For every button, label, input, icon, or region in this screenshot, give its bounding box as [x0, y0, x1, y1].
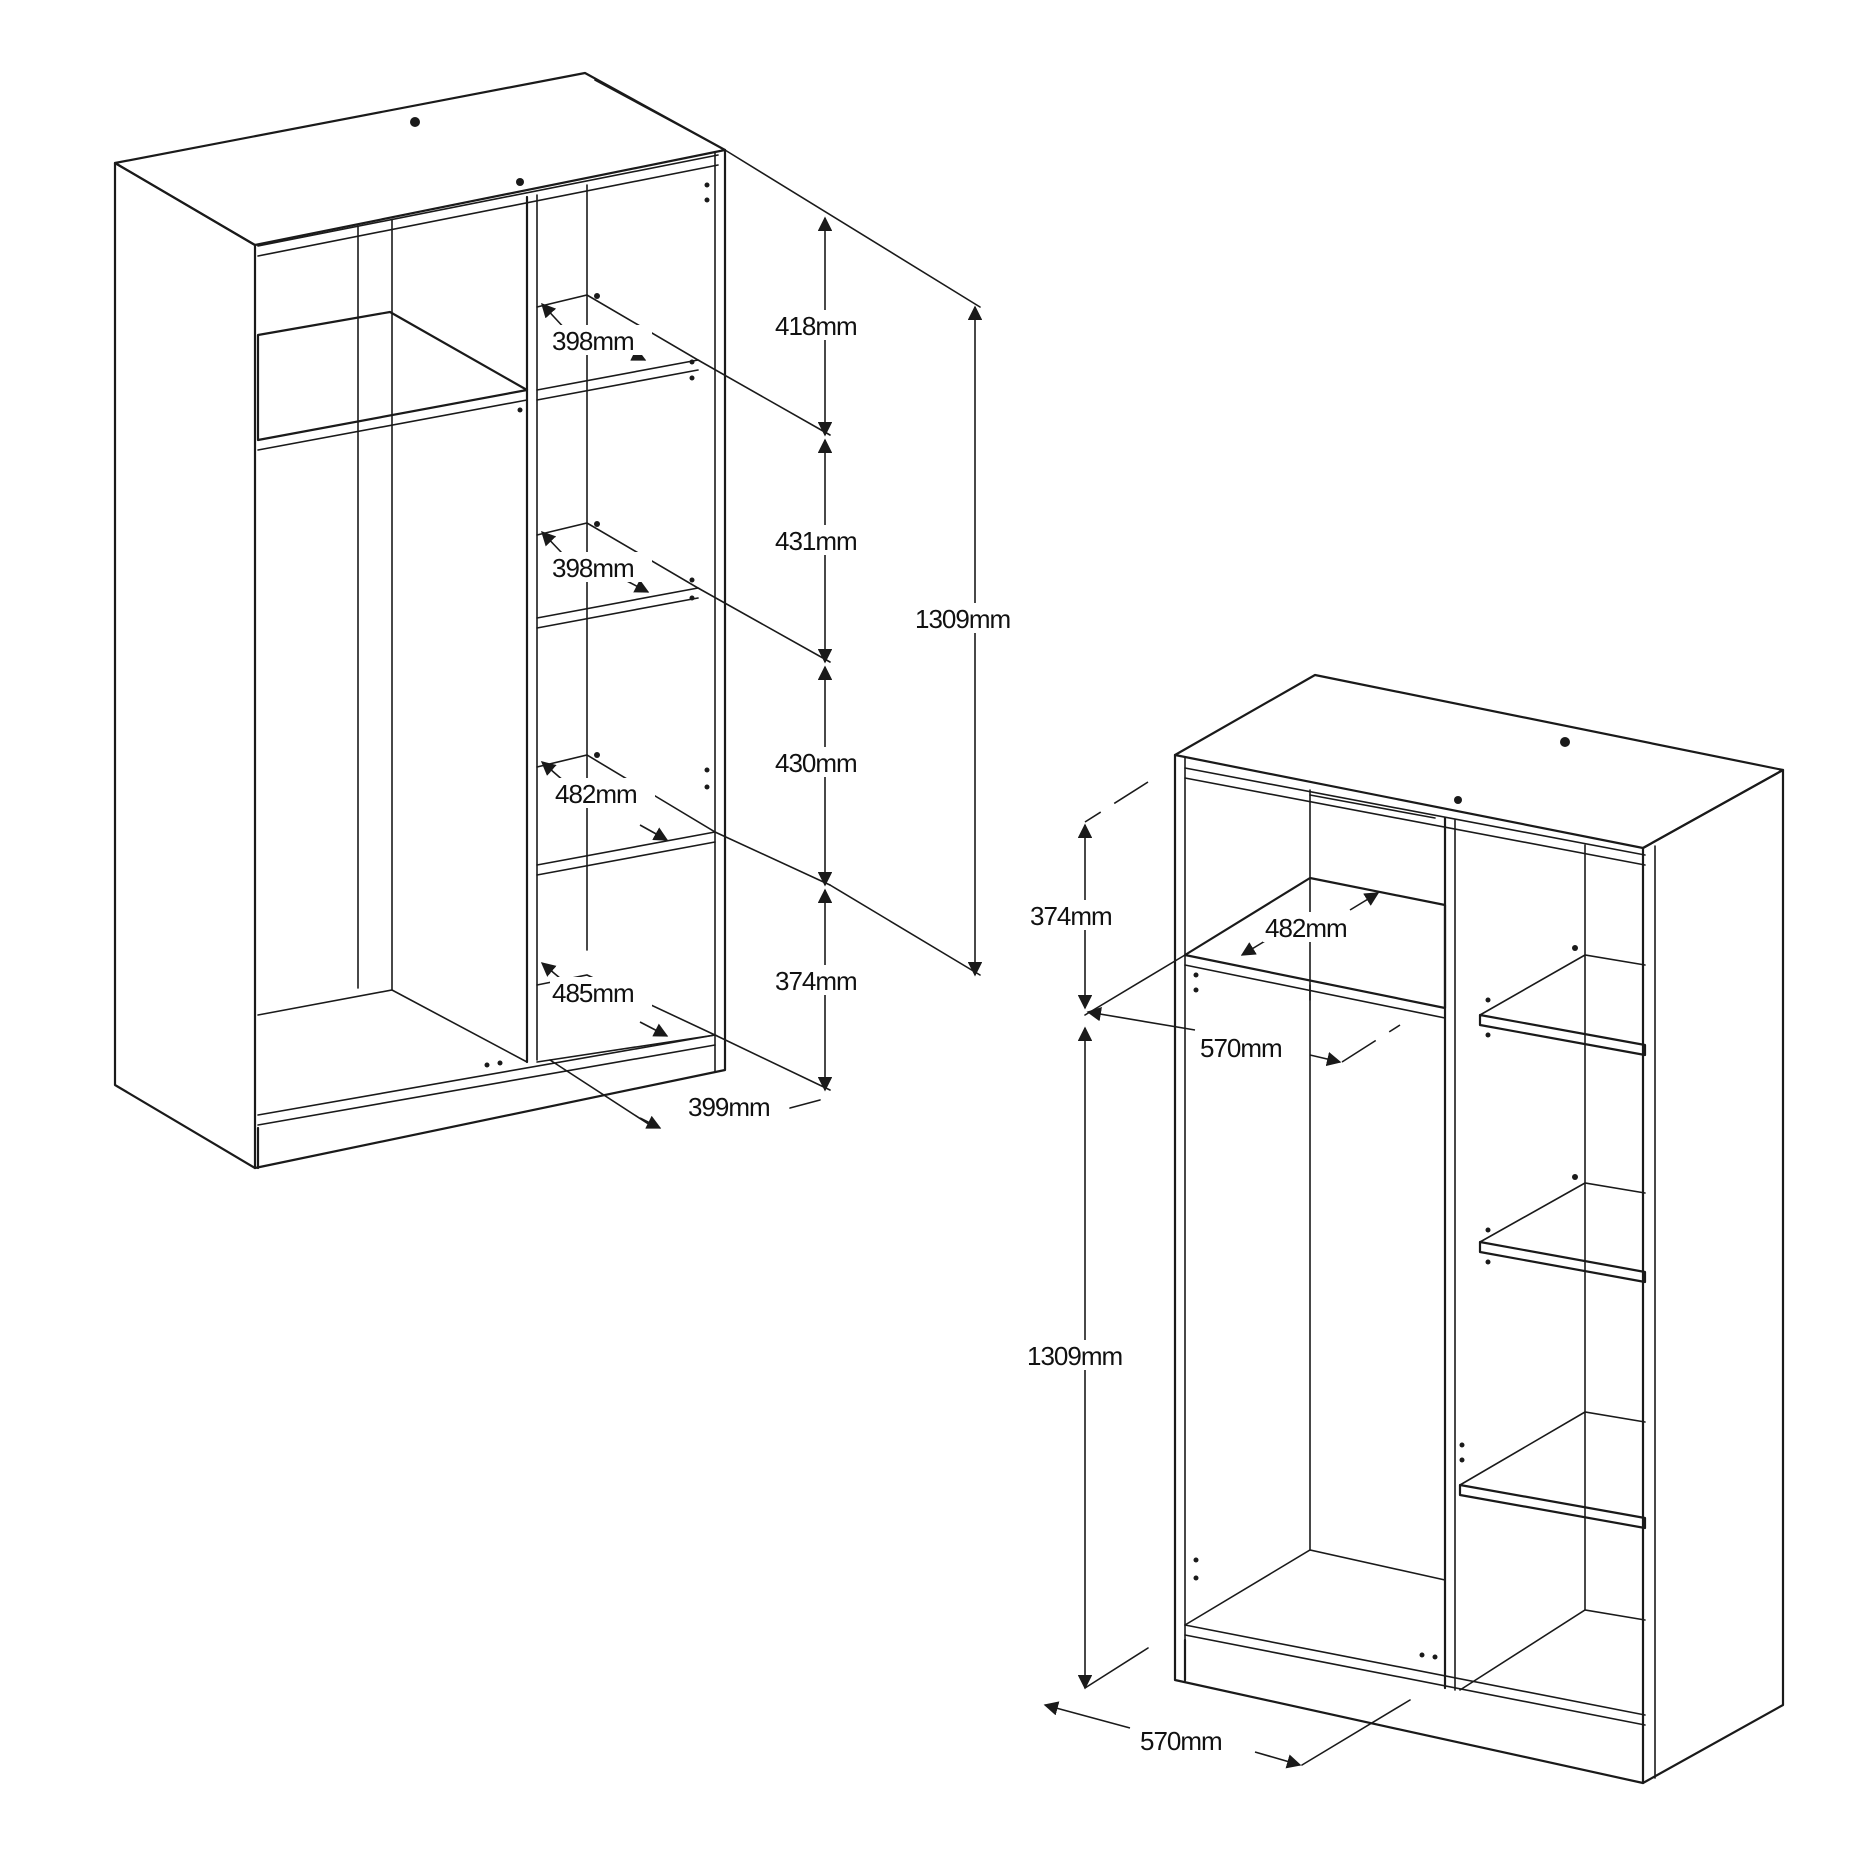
left-comp3-height-label: 430mm	[775, 748, 857, 778]
left-top-panel	[113, 71, 727, 247]
left-shelf1-depth-label: 398mm	[552, 326, 634, 356]
left-hat-shelf	[256, 310, 529, 442]
left-side-panel	[113, 161, 257, 1170]
left-front-edges	[253, 148, 727, 1170]
right-shelf-depth-label: 482mm	[1265, 913, 1347, 943]
left-depth-label: 399mm	[688, 1092, 770, 1122]
right-wardrobe	[1173, 673, 1785, 1785]
left-shelf3-depth-label: 482mm	[555, 779, 637, 809]
left-comp4-height-label: 374mm	[775, 966, 857, 996]
left-labels: 398mm 398mm 482mm 485mm 418mm 431mm 430m…	[550, 310, 1031, 1122]
right-labels: 374mm 482mm 570mm 1309mm 570mm	[1025, 900, 1367, 1756]
right-upper-height-label: 374mm	[1030, 901, 1112, 931]
right-lower-height-label: 1309mm	[1027, 1341, 1122, 1371]
right-hat-shelf	[1183, 876, 1447, 1010]
left-total-height-label: 1309mm	[915, 604, 1010, 634]
left-wardrobe	[113, 71, 727, 1170]
right-front-edges	[1173, 753, 1645, 1785]
right-inner-width-label: 570mm	[1200, 1033, 1282, 1063]
left-comp1-height-label: 418mm	[775, 311, 857, 341]
left-comp2-height-label: 431mm	[775, 526, 857, 556]
right-base-width-label: 570mm	[1140, 1726, 1222, 1756]
left-shelf2-depth-label: 398mm	[552, 553, 634, 583]
left-shelf4-depth-label: 485mm	[552, 978, 634, 1008]
right-side-panel	[1641, 768, 1785, 1785]
